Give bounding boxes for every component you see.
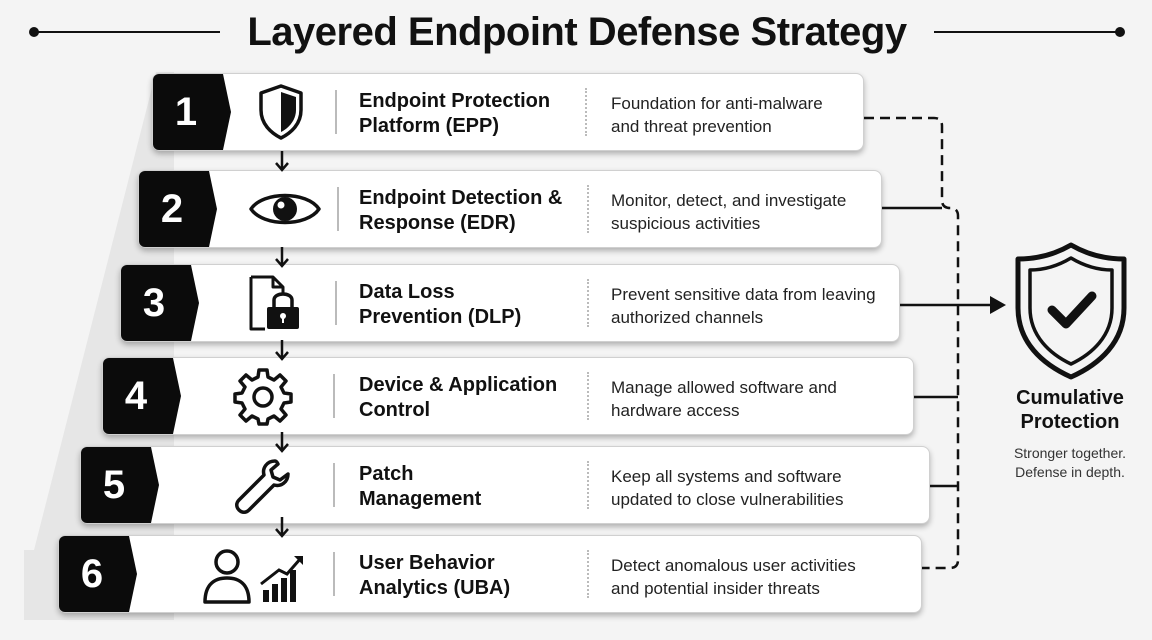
divider xyxy=(335,90,337,134)
dotted-divider xyxy=(587,550,589,598)
layer-description: Foundation for anti-malware and threat p… xyxy=(611,94,823,136)
file-lock-icon xyxy=(243,273,307,333)
layer-description: Manage allowed software and hardware acc… xyxy=(611,378,837,420)
layer-description: Keep all systems and software updated to… xyxy=(611,467,844,509)
layer-description: Monitor, detect, and investigate suspici… xyxy=(611,191,847,233)
layer-name: Patch Management xyxy=(359,463,482,510)
title-right-dot xyxy=(1115,27,1125,37)
layer-name: Data Loss Prevention (DLP) xyxy=(359,281,522,328)
down-arrow-icon xyxy=(275,517,289,538)
shield-check-icon xyxy=(1015,242,1127,380)
layer-number: 6 xyxy=(80,552,104,596)
layer-card-6: 6 User Behavior Analytics (UBA) Detect a… xyxy=(58,535,922,613)
layer-number: 1 xyxy=(174,90,198,134)
page-title: Layered Endpoint Defense Strategy xyxy=(247,10,907,54)
dotted-divider xyxy=(585,88,587,136)
dotted-divider xyxy=(587,461,589,509)
layer-card-4: 4 Device & Application Control Manage al… xyxy=(102,357,914,435)
layer-name: User Behavior Analytics (UBA) xyxy=(359,552,511,599)
cumulative-protection: Cumulative Protection Stronger together.… xyxy=(990,240,1150,482)
layer-number: 2 xyxy=(160,187,184,231)
down-arrow-icon xyxy=(275,151,289,172)
divider xyxy=(333,463,335,507)
layer-name: Endpoint Detection & Response (EDR) xyxy=(359,187,563,234)
user-analytics-icon xyxy=(199,544,309,604)
number-block xyxy=(153,74,231,150)
layer-card-1: 1 Endpoint Protection Platform (EPP) Fou… xyxy=(152,73,864,151)
shield-icon xyxy=(249,82,313,142)
gear-icon xyxy=(231,366,295,426)
layer-name: Device & Application Control xyxy=(359,374,558,421)
number-block xyxy=(121,265,199,341)
title-row: Layered Endpoint Defense Strategy xyxy=(0,0,1152,64)
layer-number: 3 xyxy=(142,281,166,325)
result-title: Cumulative Protection xyxy=(1016,387,1124,433)
divider xyxy=(335,281,337,325)
number-block xyxy=(59,536,137,612)
layer-name: Endpoint Protection Platform (EPP) xyxy=(359,90,551,137)
number-block xyxy=(81,447,159,523)
layer-card-3: 3 Data Loss Prevention (DLP) Prevent sen… xyxy=(120,264,900,342)
layer-number: 4 xyxy=(124,374,148,418)
down-arrow-icon xyxy=(275,340,289,361)
dotted-divider xyxy=(587,185,589,233)
down-arrow-icon xyxy=(275,432,289,453)
eye-icon xyxy=(247,179,323,239)
divider xyxy=(337,187,339,231)
number-block xyxy=(103,358,181,434)
down-arrow-icon xyxy=(275,247,289,268)
number-block xyxy=(139,171,217,247)
title-left-rule xyxy=(34,31,220,33)
wrench-icon xyxy=(231,455,295,515)
layer-number: 5 xyxy=(102,463,126,507)
layer-card-5: 5 Patch Management Keep all systems and … xyxy=(80,446,930,524)
layer-card-2: 2 Endpoint Detection & Response (EDR) Mo… xyxy=(138,170,882,248)
layer-description: Prevent sensitive data from leaving auth… xyxy=(611,285,876,327)
result-subtitle: Stronger together. Defense in depth. xyxy=(1013,445,1127,480)
divider xyxy=(333,552,335,596)
dotted-divider xyxy=(587,279,589,327)
layer-description: Detect anomalous user activities and pot… xyxy=(611,556,856,598)
divider xyxy=(333,374,335,418)
dotted-divider xyxy=(587,372,589,420)
title-right-rule xyxy=(934,31,1120,33)
